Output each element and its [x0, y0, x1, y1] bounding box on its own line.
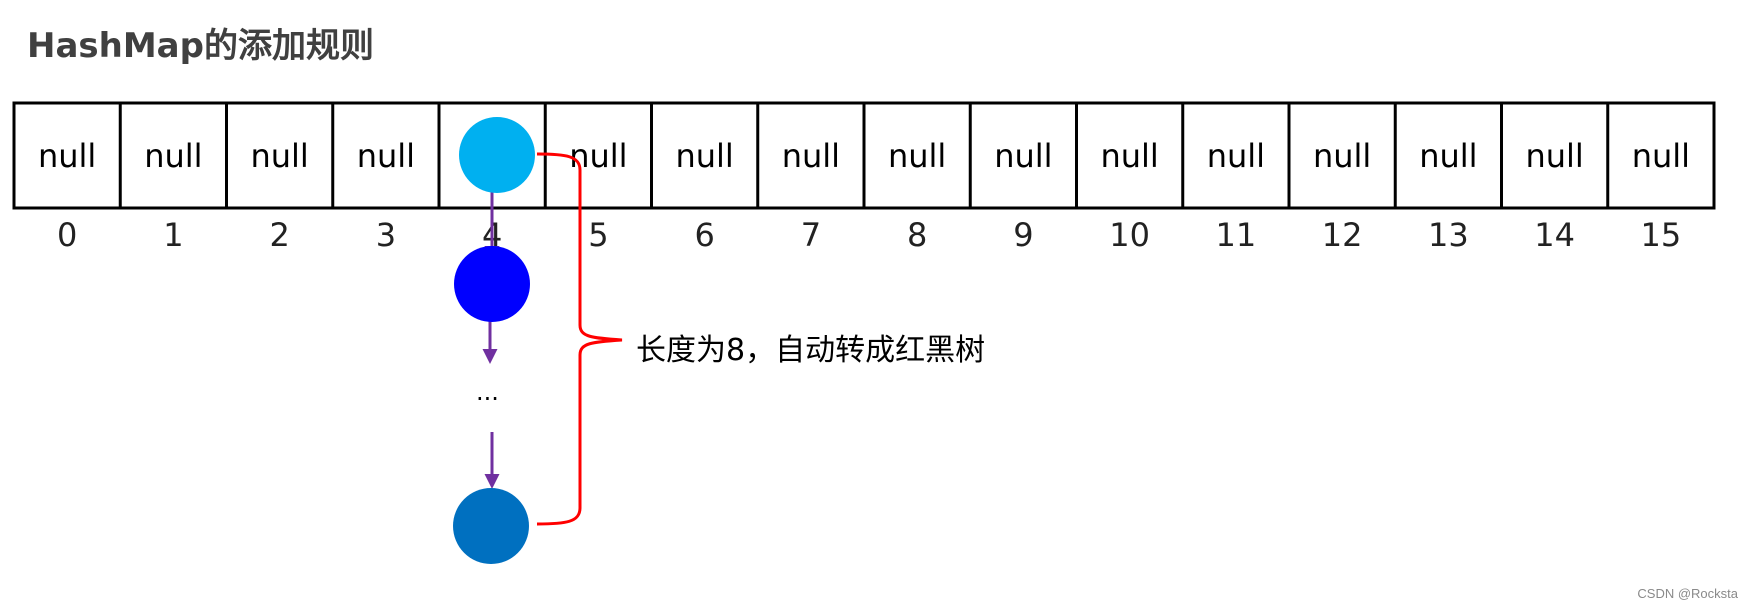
slot-value: null — [1100, 137, 1158, 175]
slot-index: 15 — [1641, 216, 1682, 254]
slot-value: null — [1525, 137, 1583, 175]
chain-node — [454, 246, 530, 322]
slot-value: null — [1419, 137, 1477, 175]
slot-index: 1 — [163, 216, 183, 254]
slot-value: null — [888, 137, 946, 175]
slot-value: null — [1207, 137, 1265, 175]
slot-value: null — [357, 137, 415, 175]
slot-index: 8 — [907, 216, 927, 254]
red-brace — [536, 152, 623, 526]
slot-value: null — [1313, 137, 1371, 175]
slot-value: null — [144, 137, 202, 175]
chain-node — [459, 117, 535, 193]
slot-value: null — [1632, 137, 1690, 175]
slot-index: 7 — [801, 216, 821, 254]
slot-index: 13 — [1428, 216, 1469, 254]
slot-index: 11 — [1216, 216, 1257, 254]
slot-index: 0 — [57, 216, 77, 254]
slot-index: 12 — [1322, 216, 1363, 254]
chain-ellipsis: ... — [476, 378, 499, 406]
slot-value: null — [782, 137, 840, 175]
slot-value: null — [994, 137, 1052, 175]
slot-index: 6 — [694, 216, 714, 254]
slot-index: 3 — [376, 216, 396, 254]
slot-value: null — [675, 137, 733, 175]
slot-value: null — [38, 137, 96, 175]
array-slots: null0null1null2null34null5null6null7null… — [12, 101, 1716, 254]
slot-index: 14 — [1534, 216, 1575, 254]
slot-value: null — [250, 137, 308, 175]
watermark: CSDN @Rocksta — [1637, 586, 1738, 601]
treeify-annotation: 长度为8，自动转成红黑树 — [636, 333, 985, 368]
slot-index: 2 — [269, 216, 289, 254]
slot-index: 5 — [588, 216, 608, 254]
bucket-chain: ... — [453, 117, 623, 564]
slot-index: 10 — [1109, 216, 1150, 254]
chain-node — [453, 488, 529, 564]
slot-index: 9 — [1013, 216, 1033, 254]
diagram-title: HashMap的添加规则 — [27, 26, 374, 66]
slot-value: null — [569, 137, 627, 175]
